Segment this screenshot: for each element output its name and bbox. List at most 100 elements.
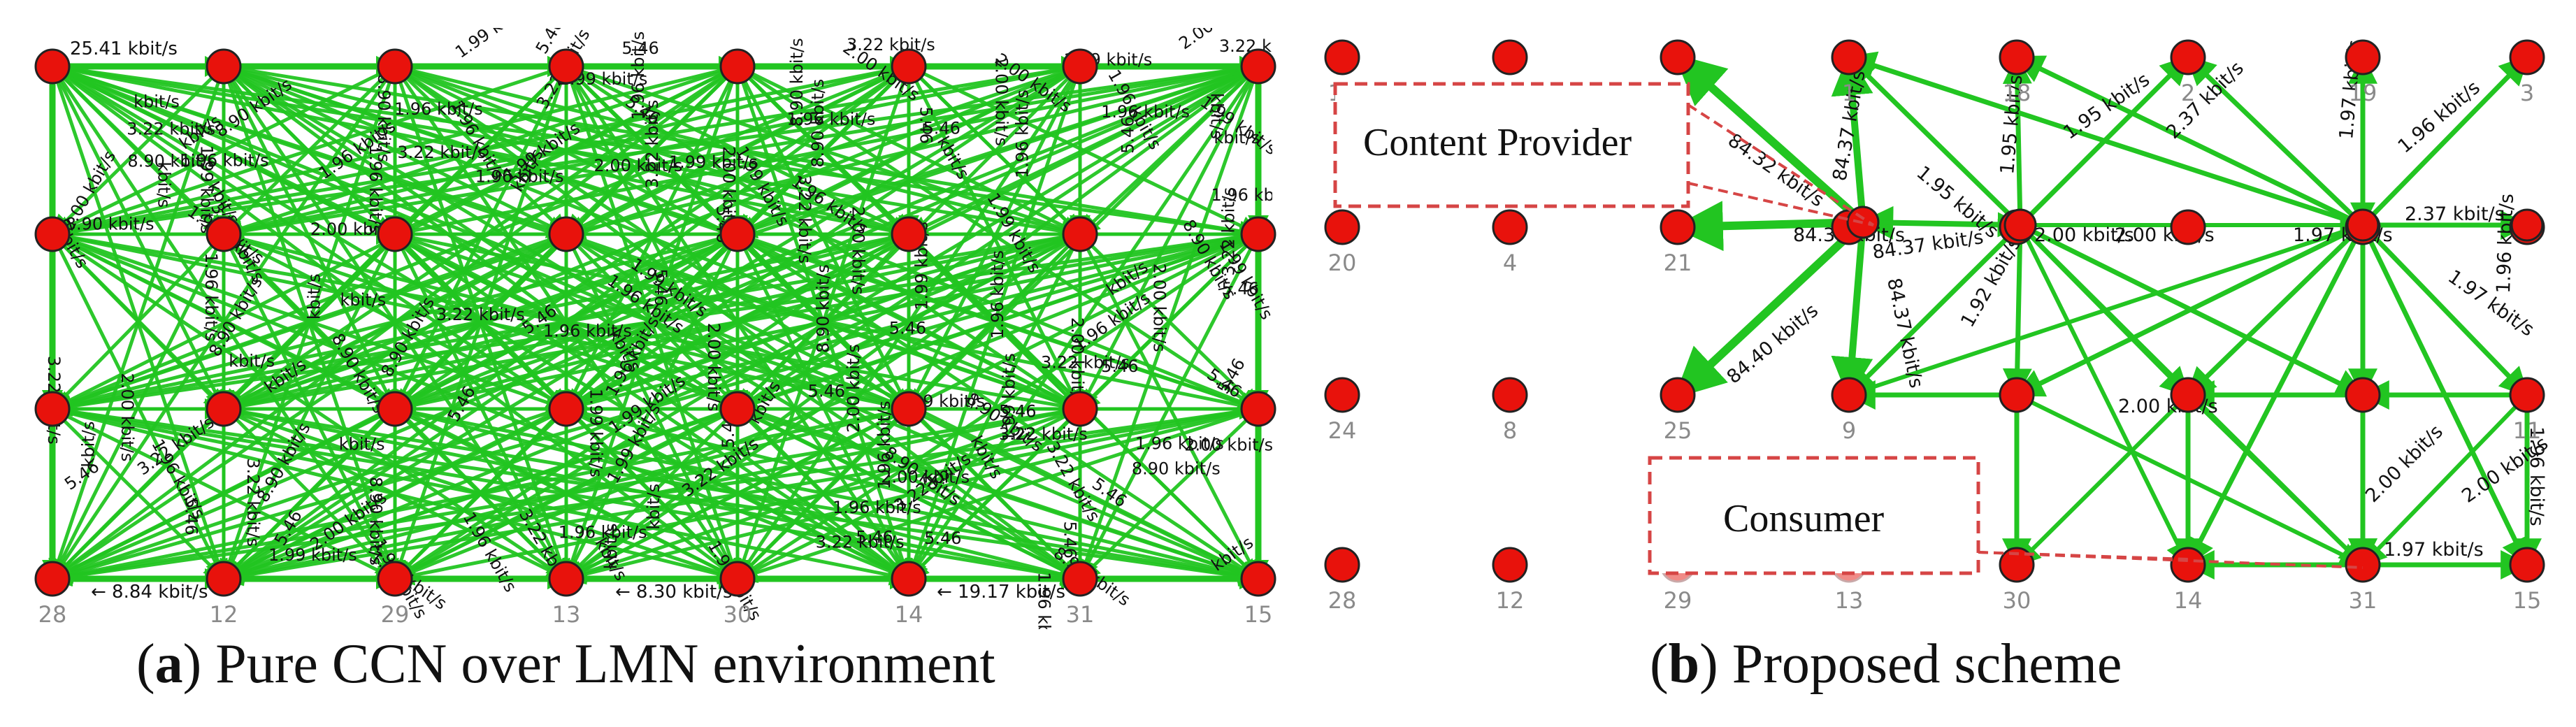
network-node	[2170, 377, 2206, 413]
mesh-rate-label: 1.99 kbit/s	[669, 152, 758, 172]
scheme-edge	[1674, 219, 1866, 398]
mesh-edge	[222, 232, 1259, 417]
mesh-rate-label: 1.96 kbit/s	[559, 523, 647, 542]
mesh-rate-label: 8.90 kbit/s	[808, 79, 828, 168]
mesh-rate-label: 1.96 kbit/s	[475, 166, 564, 186]
network-node	[1240, 561, 1276, 597]
network-node	[34, 561, 71, 597]
mesh-edge	[50, 232, 568, 581]
network-node	[1492, 39, 1528, 75]
mesh-rate-label: 8.90 kbit/s	[374, 73, 394, 162]
mesh-edge	[50, 233, 226, 581]
network-node	[2510, 208, 2544, 242]
mesh-rate-label: kbit/s	[340, 290, 386, 310]
scheme-rate-label: 2.37 kbit/s	[2405, 203, 2505, 225]
node-id-label: 30	[724, 601, 752, 628]
network-node	[1846, 206, 1880, 239]
mesh-rate-label: 1.96 kbit/s	[1211, 185, 1300, 205]
mesh-edge	[907, 65, 1082, 411]
mesh-rate-label: 5.46	[1101, 357, 1138, 376]
mesh-rate-label: 1.96 kbit/s	[988, 250, 1007, 339]
network-node	[2003, 208, 2037, 242]
network-node	[1660, 377, 1696, 413]
mesh-rate-label: 3.22 kbit/s	[1041, 353, 1130, 373]
node-id-label: 15	[1244, 601, 1273, 628]
mesh-rate-label: 1.96 kbit/s	[201, 252, 221, 341]
mesh-rate-label: 5.46	[1118, 116, 1137, 153]
mesh-rate-label: 5.46	[1221, 279, 1258, 298]
node-id-label: 31	[1066, 601, 1095, 628]
mesh-rate-label: 2.00 kbit/s	[593, 156, 682, 175]
mesh-edge	[50, 407, 1259, 587]
network-node	[1660, 209, 1696, 245]
mesh-rate-label: 1.96 kbit/s	[394, 99, 483, 119]
mesh-rate-label: kbit/s	[1207, 93, 1227, 139]
mesh-rate-label: kbit/s	[339, 434, 385, 454]
node-id-label: 13	[552, 601, 581, 628]
content-provider-label: Content Provider	[1363, 121, 1632, 164]
mesh-rate-label: 3.22 kbit/s	[847, 35, 935, 55]
scheme-rate-label: 1.97 kbit/s	[2384, 539, 2484, 561]
mesh-rate-label: 3.22 kbit/s	[127, 120, 215, 139]
network-node	[1062, 48, 1098, 85]
network-node	[719, 561, 756, 597]
mesh-edge	[50, 64, 738, 240]
mesh-rate-label: 1.96 kbit/s	[1013, 89, 1032, 178]
mesh-edge	[564, 407, 1259, 585]
network-node	[1324, 547, 1360, 583]
scheme-rate-label: 1.96 kbit/s	[2493, 194, 2518, 294]
mesh-rate-label: 1.96 kbit/s	[1135, 433, 1224, 453]
node-id-label: 29	[1664, 587, 1692, 614]
scheme-edge	[1674, 54, 1866, 226]
node-id-label: 2	[2181, 80, 2195, 106]
mesh-rate-label: 8.90 kbit/s	[813, 264, 833, 353]
scheme-edge	[1846, 55, 2022, 227]
mesh-rate-label: kbit/s	[78, 422, 98, 468]
network-node	[2345, 377, 2381, 413]
node-id-label: 20	[1328, 250, 1357, 276]
network-node	[34, 216, 71, 252]
mesh-edge	[50, 64, 396, 236]
scheme-edge	[1847, 223, 2022, 397]
network-node	[1240, 48, 1276, 85]
consumer-callout: Consumer	[1648, 456, 2363, 575]
scheme-edge	[2014, 55, 2364, 228]
mesh-rate-label: kbit/s	[305, 273, 324, 319]
network-node	[206, 216, 242, 252]
mesh-rate-label: 5.46	[1060, 521, 1080, 559]
network-node	[1831, 39, 1867, 75]
scheme-rate-label: 1.96 kbit/s	[2526, 426, 2547, 526]
mesh-rate-label: kbit/s	[1214, 128, 1260, 147]
caption-b-label: b	[1668, 633, 1700, 695]
node-id-label: 28	[38, 601, 67, 628]
mesh-rate-label: 2.00 kbit/s	[881, 468, 970, 487]
mesh-rate-label: kbit/s	[154, 161, 173, 208]
mesh-rate-label: 5.46	[856, 527, 893, 547]
node-id-label: 3	[2520, 80, 2534, 106]
network-node	[1240, 391, 1276, 427]
node-id-label: 1	[1842, 80, 1856, 106]
mesh-edge	[1078, 65, 1260, 411]
caption-b: (b) Proposed scheme	[1650, 633, 2122, 695]
scheme-rate-label: 84.37 kbit/s	[1883, 276, 1927, 390]
mesh-rate-label: kbit/s	[644, 484, 663, 530]
mesh-rate-label: 2.00 kbit/s	[704, 323, 724, 412]
mesh-rate-label: kbit/s	[601, 523, 621, 569]
scheme-edge	[2018, 224, 2190, 568]
mesh-rate-label: 1.96 kbit/s	[787, 109, 876, 129]
network-node	[1324, 209, 1360, 245]
network-node	[377, 561, 413, 597]
mesh-edge	[50, 65, 225, 236]
scheme-edge	[1846, 223, 2363, 400]
mesh-rate-label: 5.46	[808, 382, 845, 401]
caption-b-text: Proposed scheme	[1732, 633, 2122, 695]
network-node	[891, 216, 927, 252]
node-id-label: 12	[1496, 587, 1525, 614]
scheme-edge	[2361, 55, 2529, 227]
network-node	[2509, 547, 2545, 583]
mesh-rate-label: 1.96 kbit/s	[180, 150, 269, 170]
mesh-rate-label: 3.22 kbit/s	[999, 424, 1088, 444]
mesh-rate-label: 3.22 kbit/s	[642, 100, 662, 189]
caption-a-text: Pure CCN over LMN environment	[215, 633, 995, 695]
